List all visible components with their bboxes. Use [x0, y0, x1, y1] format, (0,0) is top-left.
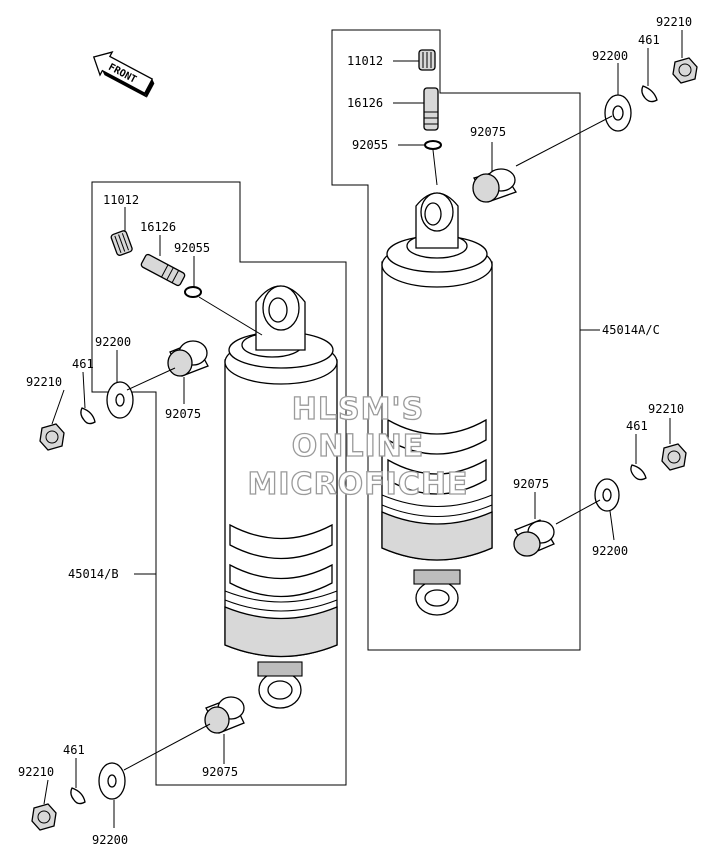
left-top-nut-label: 92210 — [26, 375, 62, 389]
right-top-clip — [641, 85, 658, 103]
left-top-washer — [106, 381, 134, 419]
left-bottom-clip — [70, 787, 86, 805]
left-top-collar-label: 92075 — [165, 407, 201, 421]
right-group-outline — [331, 29, 581, 651]
right-shock-absorber — [381, 192, 493, 616]
right-o-ring — [424, 140, 442, 150]
left-top-clip-label: 461 — [72, 357, 94, 371]
left-o-ring-label: 92055 — [174, 241, 210, 255]
right-top-collar — [472, 168, 517, 203]
watermark-line-2: ONLINE — [292, 429, 425, 464]
left-bottom-nut — [31, 803, 57, 831]
right-valve — [423, 87, 439, 131]
left-assembly-label: 45014/B — [68, 567, 119, 581]
right-top-nut-label: 92210 — [656, 15, 692, 29]
right-bottom-nut-label: 92210 — [648, 402, 684, 416]
right-bottom-collar-label: 92075 — [513, 477, 549, 491]
left-bottom-collar-label: 92075 — [202, 765, 238, 779]
right-bottom-washer-label: 92200 — [592, 544, 628, 558]
left-o-ring — [184, 286, 202, 298]
right-bottom-collar — [513, 519, 555, 557]
right-valve-label: 16126 — [347, 96, 383, 110]
right-valve-cap-label: 11012 — [347, 54, 383, 68]
watermark-line-3: MICROFICHE — [248, 467, 469, 502]
right-assembly-label: 45014A/C — [602, 323, 660, 337]
left-top-washer-label: 92200 — [95, 335, 131, 349]
right-top-collar-label: 92075 — [470, 125, 506, 139]
right-top-washer-label: 92200 — [592, 49, 628, 63]
right-valve-cap — [418, 49, 436, 71]
right-bottom-clip-label: 461 — [626, 419, 648, 433]
left-bottom-clip-label: 461 — [63, 743, 85, 757]
right-top-clip-label: 461 — [638, 33, 660, 47]
left-bottom-washer — [98, 762, 126, 800]
left-valve — [140, 253, 186, 287]
left-valve-cap — [110, 230, 133, 256]
left-valve-cap-label: 11012 — [103, 193, 139, 207]
left-shock-absorber — [224, 285, 338, 709]
left-valve-label: 16126 — [140, 220, 176, 234]
left-top-collar — [167, 340, 209, 377]
left-bottom-collar — [204, 696, 245, 734]
right-top-nut — [672, 57, 698, 84]
right-bottom-nut — [661, 443, 687, 471]
right-top-washer — [604, 94, 632, 132]
right-bottom-clip — [630, 464, 647, 481]
front-direction-arrow: FRONT — [92, 51, 155, 98]
left-top-nut — [39, 423, 65, 451]
left-top-clip — [80, 407, 96, 425]
watermark-line-1: HLSM'S — [292, 392, 424, 427]
left-bottom-nut-label: 92210 — [18, 765, 54, 779]
right-o-ring-label: 92055 — [352, 138, 388, 152]
right-bottom-washer — [594, 478, 620, 512]
left-bottom-washer-label: 92200 — [92, 833, 128, 847]
